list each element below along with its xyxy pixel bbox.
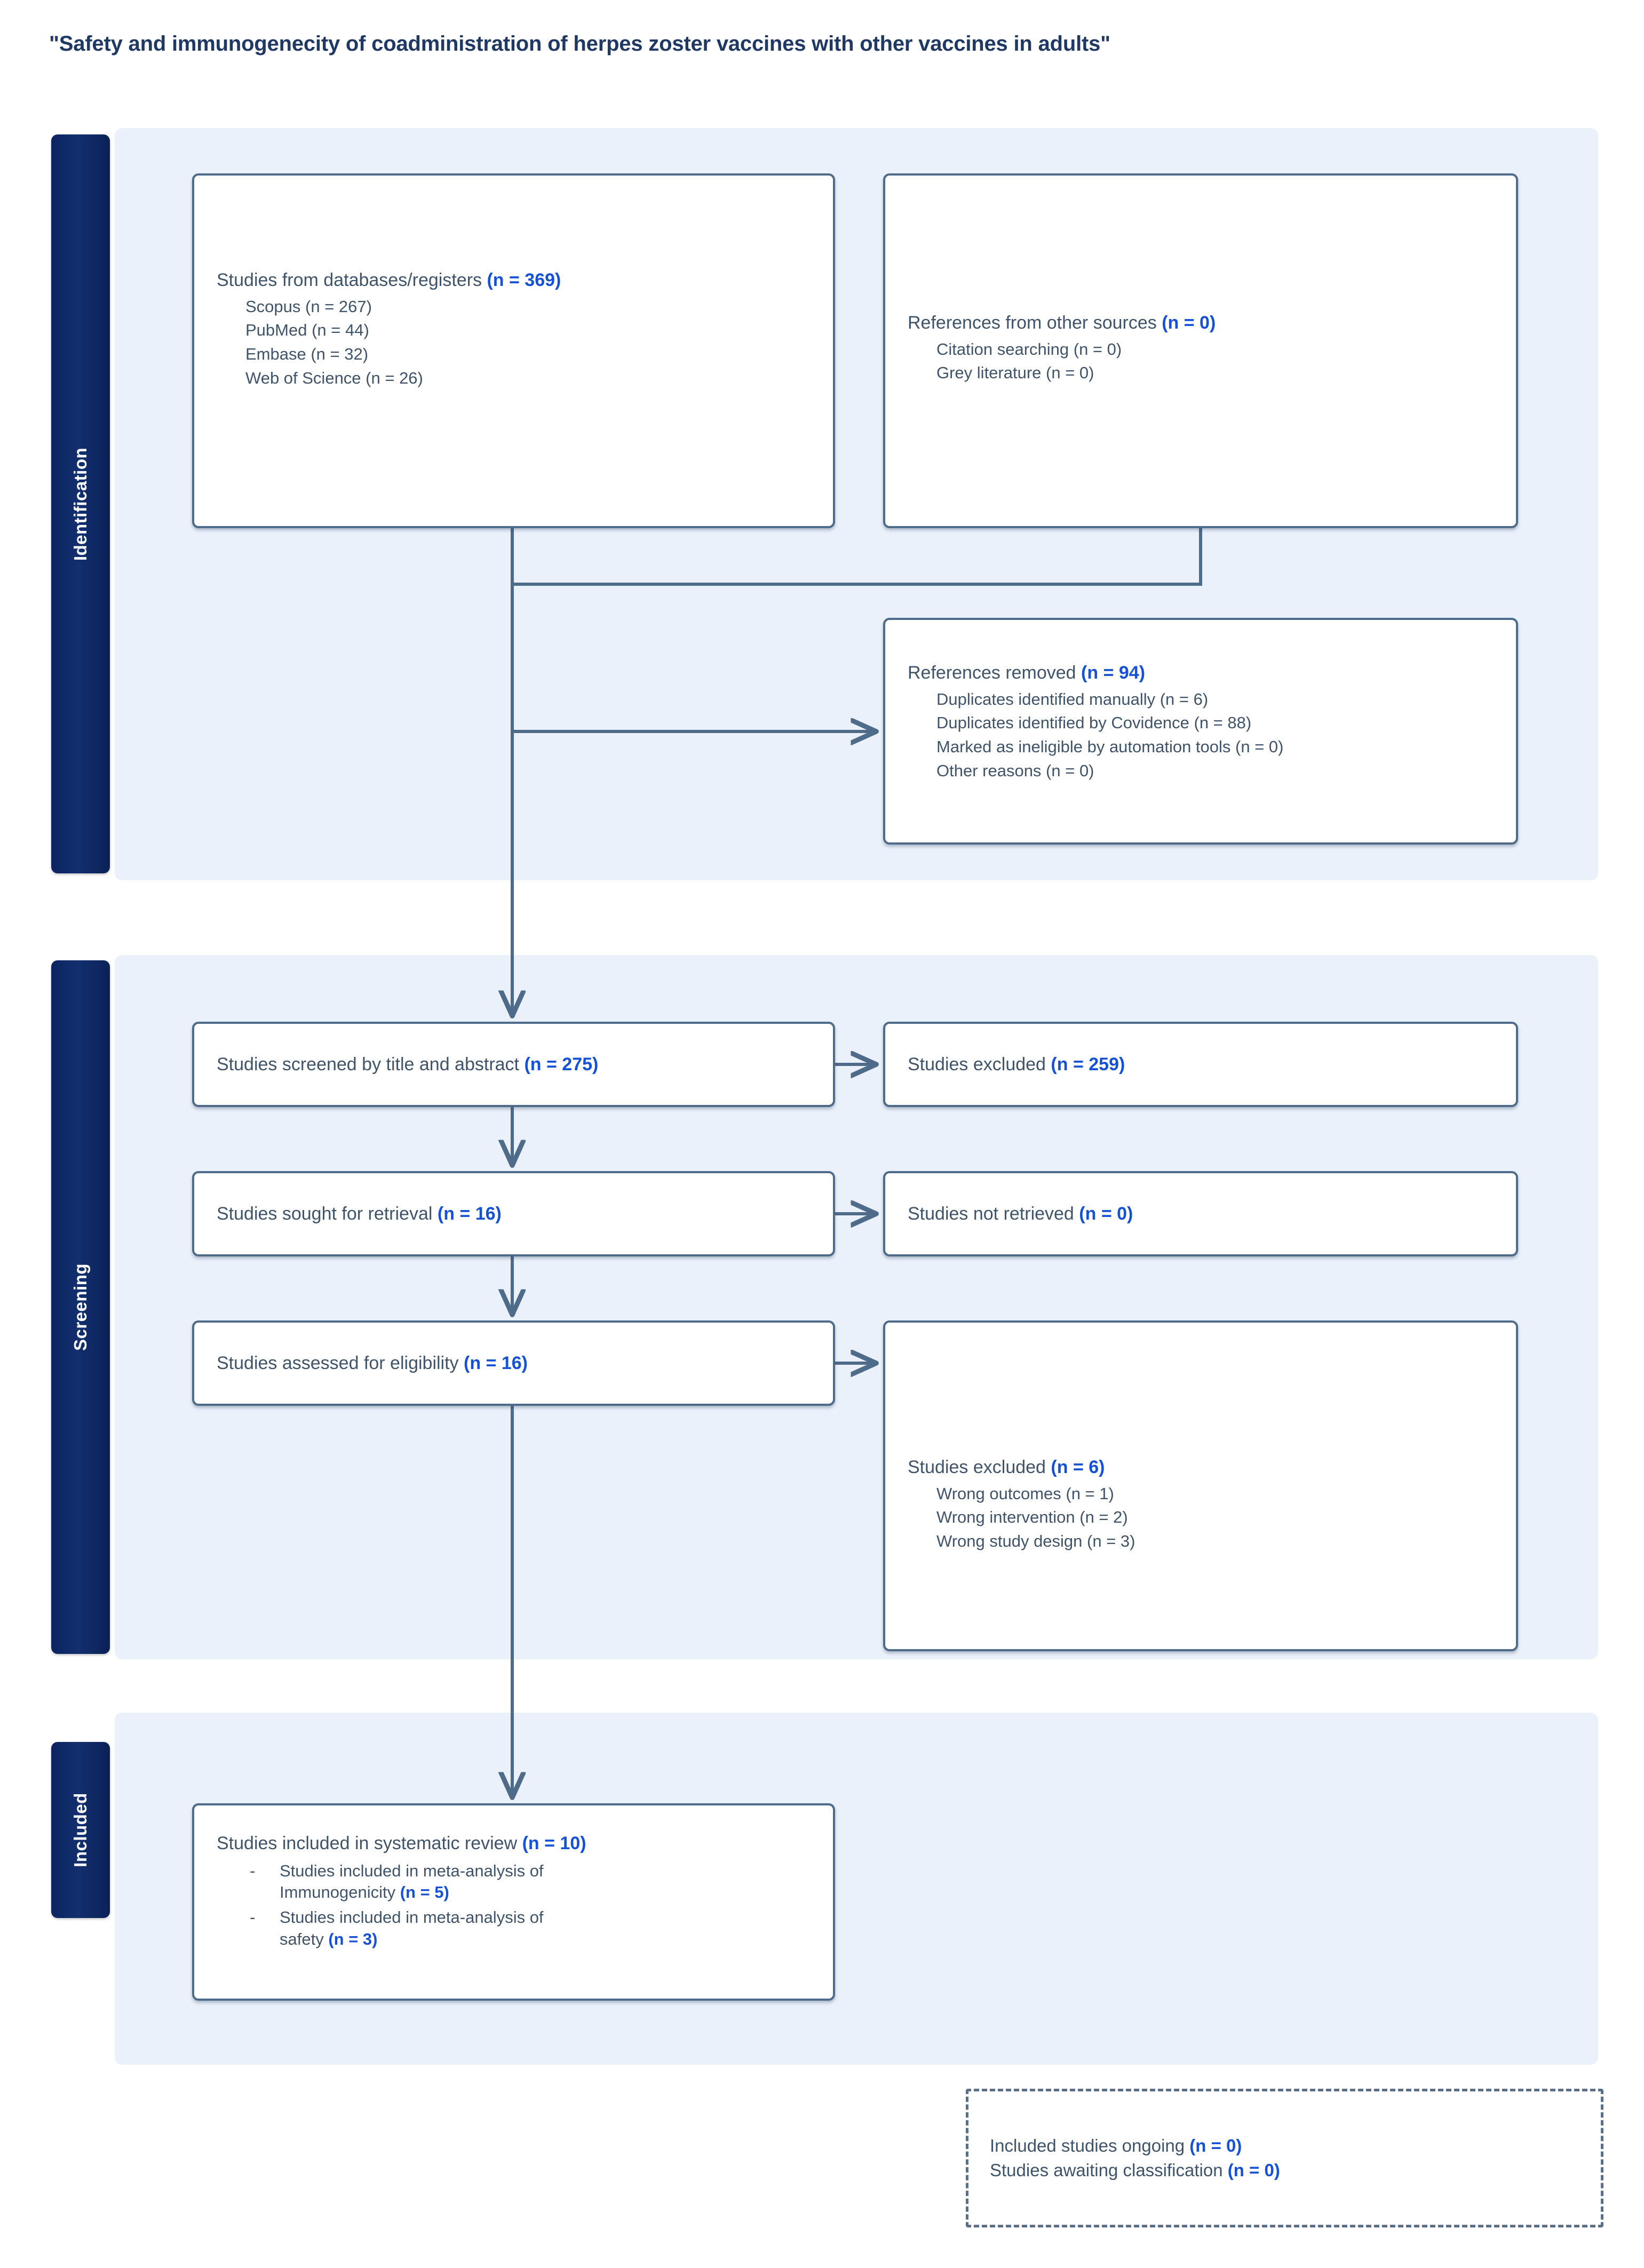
other-sources-list: Citation searching (n = 0) Grey literatu… — [908, 338, 1494, 386]
databases-source-list: Scopus (n = 267) PubMed (n = 44) Embase … — [217, 295, 811, 391]
studies-screened-count: (n = 275) — [524, 1054, 599, 1075]
list-item: Grey literature (n = 0) — [936, 363, 1094, 383]
stage-bar-identification: Identification — [51, 134, 110, 873]
list-item: Wrong outcomes (n = 1) — [936, 1484, 1114, 1503]
list-item: Wrong intervention (n = 2) — [936, 1508, 1128, 1527]
flow-box-ongoing-awaiting: Included studies ongoing (n = 0) Studies… — [966, 2089, 1603, 2227]
studies-excluded-screening-count: (n = 259) — [1051, 1054, 1125, 1075]
flow-box-studies-excluded-screening: Studies excluded (n = 259) — [883, 1022, 1518, 1107]
stage-bar-included: Included — [51, 1742, 110, 1918]
flow-box-other-sources: References from other sources (n = 0) Ci… — [883, 173, 1518, 528]
flow-box-references-removed: References removed (n = 94) Duplicates i… — [883, 618, 1518, 845]
list-item: Scopus (n = 267) — [245, 297, 372, 316]
ongoing-count: (n = 0) — [1189, 2135, 1242, 2155]
studies-included-title: Studies included in systematic review (n… — [217, 1833, 586, 1853]
databases-title: Studies from databases/registers (n = 36… — [217, 270, 561, 290]
flow-box-databases-registers: Studies from databases/registers (n = 36… — [192, 173, 835, 528]
list-item: Web of Science (n = 26) — [245, 369, 423, 388]
stage-bar-screening: Screening — [51, 960, 110, 1654]
list-item: Studies included in meta-analysis of saf… — [217, 1907, 811, 1951]
references-removed-count: (n = 94) — [1081, 663, 1146, 683]
stage-label-included: Included — [70, 1793, 90, 1867]
list-item: Citation searching (n = 0) — [936, 339, 1122, 359]
studies-sought-count: (n = 16) — [437, 1203, 502, 1224]
stage-label-screening: Screening — [70, 1263, 90, 1351]
list-item: Studies included in meta-analysis of Imm… — [217, 1860, 811, 1904]
page-title: "Safety and immunogenecity of coadminist… — [49, 32, 1110, 55]
studies-awaiting-classification: Studies awaiting classification (n = 0) — [990, 2160, 1280, 2180]
studies-included-count: (n = 10) — [522, 1833, 586, 1853]
studies-sought-title: Studies sought for retrieval (n = 16) — [217, 1203, 502, 1224]
studies-assessed-title: Studies assessed for eligibility (n = 16… — [217, 1352, 528, 1373]
flow-box-studies-excluded-eligibility: Studies excluded (n = 6) Wrong outcomes … — [883, 1320, 1518, 1651]
studies-excluded-eligibility-reasons: Wrong outcomes (n = 1) Wrong interventio… — [908, 1482, 1494, 1554]
flow-box-studies-assessed-eligibility: Studies assessed for eligibility (n = 16… — [192, 1320, 835, 1406]
studies-not-retrieved-title: Studies not retrieved (n = 0) — [908, 1203, 1133, 1224]
studies-excluded-screening-title: Studies excluded (n = 259) — [908, 1054, 1125, 1075]
studies-assessed-count: (n = 16) — [464, 1352, 528, 1373]
list-item: Embase (n = 32) — [245, 345, 369, 364]
stage-label-identification: Identification — [70, 447, 90, 561]
studies-excluded-eligibility-count: (n = 6) — [1051, 1457, 1105, 1477]
studies-included-meta-list: Studies included in meta-analysis of Imm… — [217, 1857, 811, 1951]
list-item: Other reasons (n = 0) — [936, 761, 1094, 781]
list-item: Marked as ineligible by automation tools… — [936, 737, 1284, 757]
studies-excluded-eligibility-title: Studies excluded (n = 6) — [908, 1457, 1105, 1477]
list-item: Wrong study design (n = 3) — [936, 1532, 1135, 1551]
references-removed-title: References removed (n = 94) — [908, 663, 1146, 683]
other-sources-title: References from other sources (n = 0) — [908, 313, 1216, 333]
included-studies-ongoing: Included studies ongoing (n = 0) — [990, 2135, 1242, 2155]
list-item: PubMed (n = 44) — [245, 321, 369, 340]
databases-count: (n = 369) — [487, 270, 561, 290]
list-item: Duplicates identified by Covidence (n = … — [936, 713, 1252, 733]
flow-box-studies-sought-retrieval: Studies sought for retrieval (n = 16) — [192, 1171, 835, 1256]
flow-box-studies-not-retrieved: Studies not retrieved (n = 0) — [883, 1171, 1518, 1256]
studies-screened-title: Studies screened by title and abstract (… — [217, 1054, 599, 1075]
awaiting-count: (n = 0) — [1227, 2160, 1280, 2180]
references-removed-list: Duplicates identified manually (n = 6) D… — [908, 688, 1494, 784]
list-item: Duplicates identified manually (n = 6) — [936, 689, 1209, 709]
flow-box-studies-included-review: Studies included in systematic review (n… — [192, 1803, 835, 2001]
studies-not-retrieved-count: (n = 0) — [1079, 1203, 1133, 1224]
other-sources-count: (n = 0) — [1162, 313, 1216, 333]
flow-box-studies-screened: Studies screened by title and abstract (… — [192, 1022, 835, 1107]
